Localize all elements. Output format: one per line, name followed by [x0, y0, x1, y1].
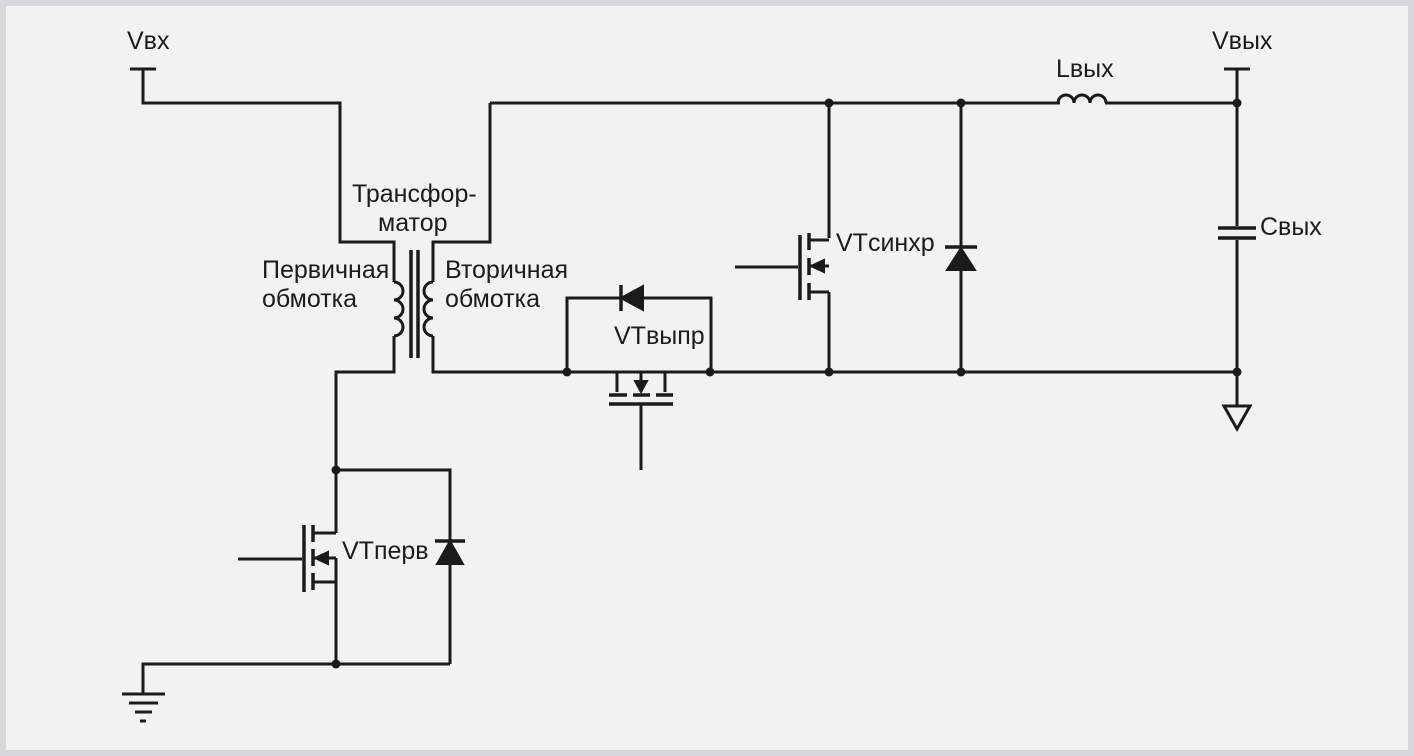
- cout-label: Свых: [1260, 213, 1322, 241]
- secondary-diode: [945, 103, 977, 372]
- primary-ground: [122, 662, 450, 723]
- transformer-core: [409, 250, 420, 358]
- vout-label: Vвых: [1212, 27, 1273, 55]
- junction-dots: [331, 98, 1242, 669]
- primary-diode: [336, 468, 465, 664]
- vt-prim-label: VTперв: [342, 537, 429, 565]
- primary-winding-label-line1: Первичная: [262, 256, 389, 284]
- transformer-label-line1: Трансфор-: [352, 180, 477, 208]
- secondary-winding-label-line1: Вторичная: [445, 256, 568, 284]
- output-ground: [1221, 404, 1253, 433]
- transformer-label-line2: матор: [378, 209, 448, 237]
- output-inductor: [1056, 93, 1108, 104]
- output-capacitor: [1218, 67, 1256, 405]
- vt-sync-label: VTсинхр: [836, 229, 935, 257]
- lout-label: Lвых: [1056, 55, 1114, 83]
- primary-winding: [334, 280, 405, 470]
- primary-winding-label-line2: обмотка: [262, 285, 357, 313]
- sync-mosfet: [735, 103, 831, 372]
- vin-label: Vвх: [127, 27, 170, 55]
- primary-mosfet: [238, 470, 338, 664]
- vt-rect-label: VTвыпр: [614, 322, 705, 350]
- secondary-winding-label-line2: обмотка: [445, 285, 540, 313]
- secondary-winding: [422, 103, 567, 374]
- rectifier-mosfet: [565, 284, 713, 470]
- input-terminal: [130, 67, 396, 282]
